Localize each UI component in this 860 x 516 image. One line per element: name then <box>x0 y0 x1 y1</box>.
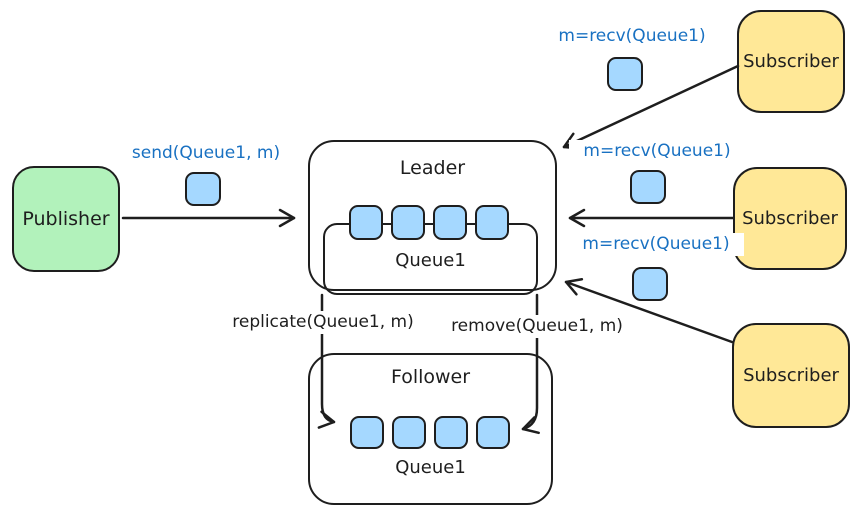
follower-queue-label: Queue1 <box>395 457 466 478</box>
leader-queue-label: Queue1 <box>395 250 466 271</box>
subscriber-label: Subscriber <box>743 365 839 386</box>
leader-title: Leader <box>399 157 466 179</box>
message-icon <box>185 172 221 206</box>
send-edge-label: send(Queue1, m) <box>118 142 294 165</box>
recv-top-edge-label: m=recv(Queue1) <box>544 25 720 48</box>
subscriber-node-top: Subscriber <box>737 10 845 113</box>
leader-queue <box>323 223 538 295</box>
follower-title: Follower <box>390 366 471 388</box>
leader-node <box>308 140 557 291</box>
replicate-edge-label: replicate(Queue1, m) <box>223 311 423 334</box>
message-icon <box>350 416 384 449</box>
message-icon <box>392 416 426 449</box>
subscriber-label: Subscriber <box>742 208 838 229</box>
subscriber-node-bottom: Subscriber <box>732 323 850 428</box>
publisher-node: Publisher <box>12 166 120 272</box>
message-icon <box>632 267 668 301</box>
message-icon <box>475 205 509 240</box>
message-icon <box>607 57 643 91</box>
message-icon <box>434 416 468 449</box>
message-icon <box>433 205 467 240</box>
recv-top-arrow <box>562 64 740 150</box>
message-icon <box>476 416 510 449</box>
recv-middle-edge-label: m=recv(Queue1) <box>569 140 745 163</box>
remove-edge-label: remove(Queue1, m) <box>437 315 637 338</box>
follower-node <box>308 353 553 505</box>
message-icon <box>349 205 383 240</box>
leader-queue-slots <box>349 205 509 240</box>
subscriber-node-middle: Subscriber <box>733 167 847 270</box>
follower-queue-slots <box>350 416 510 449</box>
message-icon <box>630 170 666 204</box>
message-icon <box>391 205 425 240</box>
publisher-label: Publisher <box>22 208 110 230</box>
subscriber-label: Subscriber <box>743 51 839 72</box>
recv-bottom-edge-label: m=recv(Queue1) <box>568 233 744 256</box>
